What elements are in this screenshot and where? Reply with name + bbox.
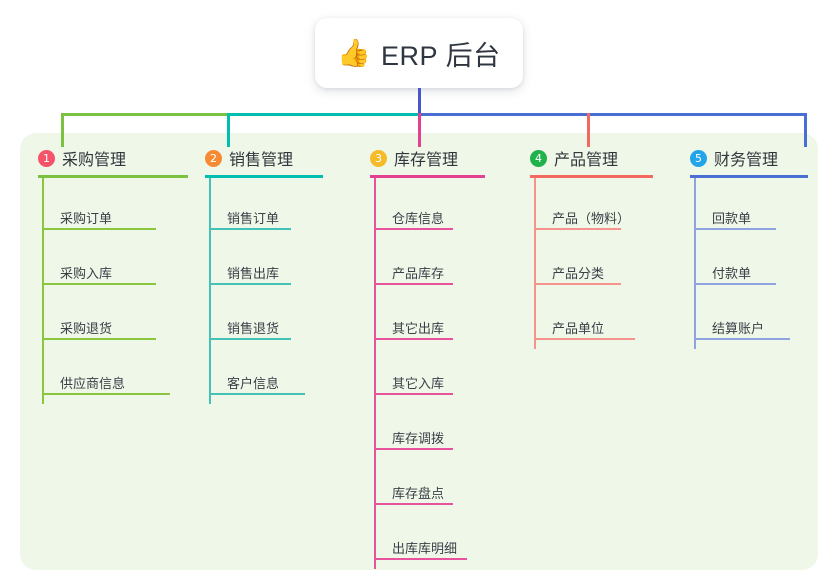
- leaf-item[interactable]: 库存盘点: [392, 486, 445, 501]
- leaf-underline: [374, 558, 467, 560]
- branch-underline: [38, 175, 188, 178]
- diagram-panel: [20, 133, 818, 570]
- leaf-underline: [534, 338, 635, 340]
- branch-销售管理[interactable]: 2 销售管理销售订单销售出库销售退货客户信息: [205, 145, 323, 404]
- leaf-item[interactable]: 其它出库: [392, 321, 445, 336]
- leaf-underline: [534, 283, 621, 285]
- branch-underline: [370, 175, 485, 178]
- leaf-underline: [694, 283, 776, 285]
- branch-库存管理[interactable]: 3 库存管理仓库信息产品库存其它出库其它入库库存调拨库存盘点出库库明细: [370, 145, 485, 569]
- thumbs-up-icon: 👍: [337, 37, 372, 68]
- branch-number-badge: 3: [370, 149, 387, 167]
- branch-header-2[interactable]: 2 销售管理: [205, 145, 293, 171]
- branch-number-badge: 5: [690, 149, 707, 167]
- leaf-underline: [374, 393, 453, 395]
- leaf-item[interactable]: 其它入库: [392, 376, 445, 391]
- leaf-underline: [42, 393, 170, 395]
- branch-title: 财务管理: [714, 152, 779, 169]
- leaf-item[interactable]: 供应商信息: [60, 376, 126, 391]
- branch-title: 销售管理: [229, 152, 294, 169]
- leaf-item[interactable]: 采购入库: [60, 266, 113, 281]
- leaf-underline: [694, 338, 790, 340]
- leaf-item[interactable]: 产品（物料）: [552, 211, 631, 226]
- branch-财务管理[interactable]: 5 财务管理回款单付款单结算账户: [690, 145, 808, 349]
- leaf-item[interactable]: 采购订单: [60, 211, 113, 226]
- branch-title: 产品管理: [554, 152, 619, 169]
- root-stem-line: [418, 88, 421, 113]
- branch-header-4[interactable]: 4 产品管理: [530, 145, 618, 171]
- leaf-item[interactable]: 出库库明细: [392, 541, 458, 556]
- leaf-item[interactable]: 销售订单: [227, 211, 280, 226]
- branch-underline: [690, 175, 808, 178]
- branch-number-badge: 4: [530, 149, 547, 167]
- branch-title: 采购管理: [62, 152, 127, 169]
- root-node-title: ERP 后台: [381, 40, 501, 71]
- leaf-item[interactable]: 采购退货: [60, 321, 113, 336]
- leaf-item[interactable]: 付款单: [712, 266, 752, 281]
- connector-drop-2: [227, 113, 230, 147]
- leaf-item[interactable]: 库存调拨: [392, 431, 445, 446]
- leaf-item[interactable]: 产品单位: [552, 321, 605, 336]
- branch-number-badge: 2: [205, 149, 222, 167]
- connector-segment-3: [419, 113, 805, 116]
- connector-segment-1: [62, 113, 228, 116]
- leaf-item[interactable]: 销售退货: [227, 321, 280, 336]
- connector-drop-3: [418, 113, 421, 147]
- root-node-erp-backend[interactable]: 👍 ERP 后台: [315, 18, 523, 88]
- leaf-item[interactable]: 仓库信息: [392, 211, 445, 226]
- leaf-underline: [42, 228, 156, 230]
- leaf-underline: [374, 338, 453, 340]
- branch-header-1[interactable]: 1 采购管理: [38, 145, 126, 171]
- leaf-underline: [209, 283, 291, 285]
- connector-drop-4: [587, 113, 590, 147]
- branch-header-5[interactable]: 5 财务管理: [690, 145, 778, 171]
- leaf-underline: [374, 283, 453, 285]
- branch-spine: [534, 178, 536, 349]
- leaf-underline: [534, 228, 621, 230]
- leaf-underline: [374, 448, 453, 450]
- leaf-underline: [374, 503, 453, 505]
- leaf-underline: [209, 338, 291, 340]
- branch-spine: [209, 178, 211, 404]
- branch-title: 库存管理: [394, 152, 459, 169]
- leaf-underline: [209, 228, 291, 230]
- branch-header-3[interactable]: 3 库存管理: [370, 145, 458, 171]
- leaf-underline: [374, 228, 453, 230]
- branch-underline: [530, 175, 653, 178]
- branch-underline: [205, 175, 323, 178]
- leaf-item[interactable]: 销售出库: [227, 266, 280, 281]
- branch-采购管理[interactable]: 1 采购管理采购订单采购入库采购退货供应商信息: [38, 145, 188, 404]
- leaf-item[interactable]: 产品分类: [552, 266, 605, 281]
- leaf-item[interactable]: 结算账户: [712, 321, 765, 336]
- connector-drop-1: [61, 113, 64, 147]
- branch-spine: [694, 178, 696, 349]
- leaf-underline: [209, 393, 305, 395]
- branch-spine: [374, 178, 376, 569]
- leaf-item[interactable]: 产品库存: [392, 266, 445, 281]
- leaf-item[interactable]: 客户信息: [227, 376, 280, 391]
- connector-segment-2: [228, 113, 419, 116]
- branch-产品管理[interactable]: 4 产品管理产品（物料） 产品分类产品单位: [530, 145, 653, 349]
- leaf-underline: [42, 338, 156, 340]
- leaf-underline: [694, 228, 776, 230]
- branch-number-badge: 1: [38, 149, 55, 167]
- leaf-item[interactable]: 回款单: [712, 211, 752, 226]
- leaf-underline: [42, 283, 156, 285]
- connector-drop-5: [804, 113, 807, 147]
- branch-spine: [42, 178, 44, 404]
